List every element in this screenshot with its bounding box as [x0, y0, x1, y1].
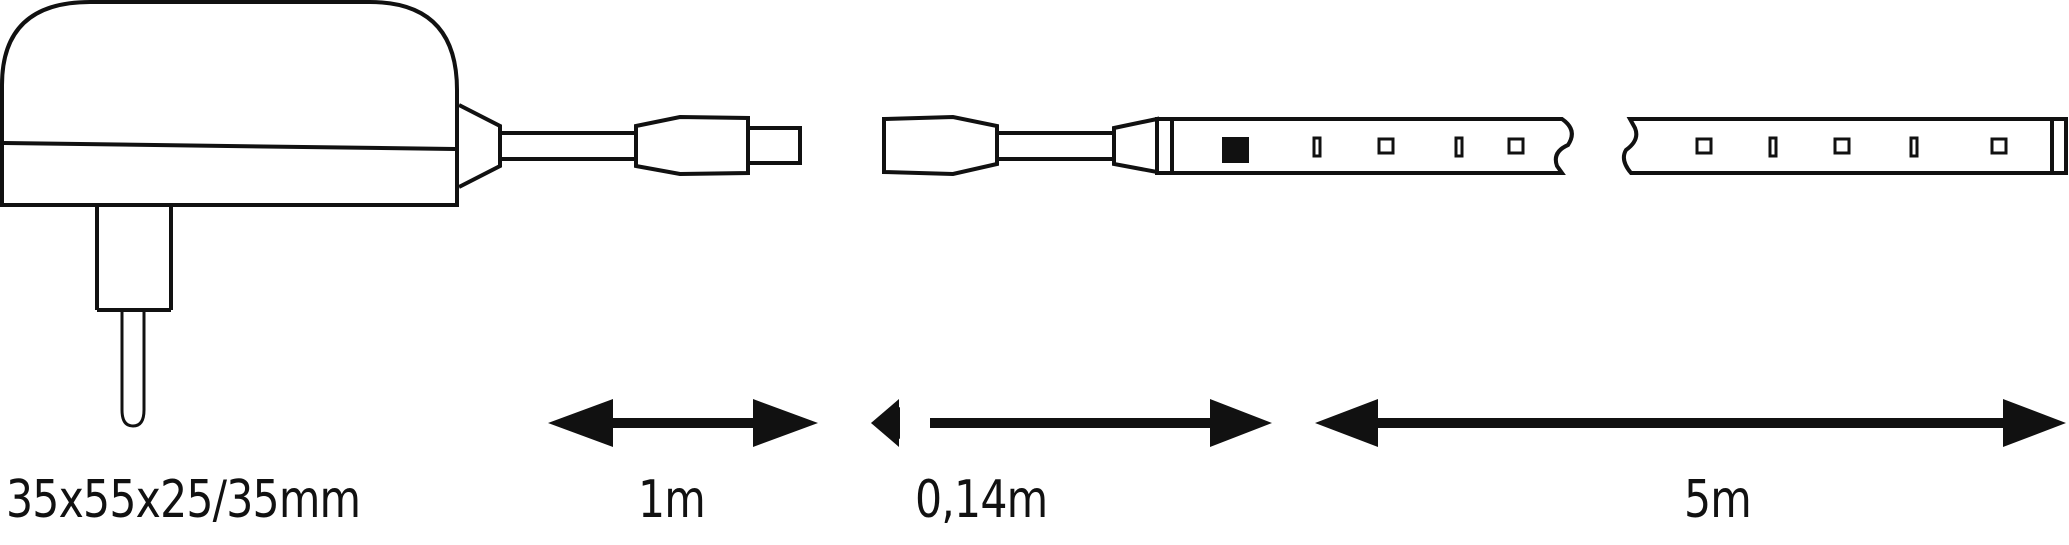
dimension-arrow-1m	[548, 399, 818, 447]
connector-cable-drawing	[882, 114, 1159, 177]
led-strip-start-drawing	[1155, 117, 1574, 175]
dimension-arrow-5m	[1315, 399, 2066, 447]
supply-cable-length-label: 1m	[638, 470, 706, 530]
dimension-arrow-0-14m	[871, 399, 1272, 447]
power-adapter-drawing	[0, 0, 502, 428]
connector-cable-length-label: 0,14m	[915, 470, 1048, 530]
supply-cable-drawing	[500, 114, 802, 177]
led-strip-length-label: 5m	[1684, 470, 1752, 530]
adapter-dimensions-label: 35x55x25/35mm	[6, 470, 361, 530]
led-strip-end-drawing	[1621, 117, 2068, 175]
